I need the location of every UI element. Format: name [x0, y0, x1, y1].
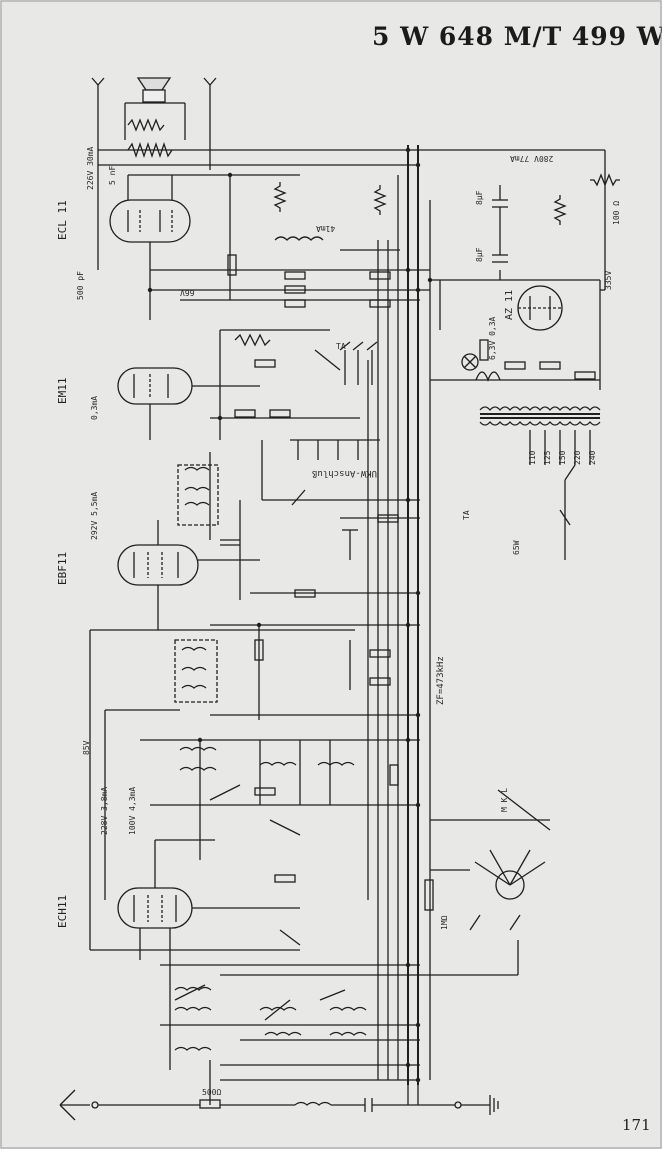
power-65w: 65W — [512, 540, 521, 555]
tube-label-ech11: ECH11 — [56, 894, 69, 928]
hum-resistor-100: 100 Ω — [612, 200, 621, 225]
wave-switch-bands: M K L — [500, 787, 509, 812]
grid-cap-500pf: 500 pF — [76, 271, 85, 300]
filter-cap-8uf-bottom: 8µF — [475, 247, 484, 262]
page-number: 171 — [622, 1116, 651, 1134]
ukw-connector-label: UKW-Anschluß — [312, 468, 378, 478]
filter-cap-8uf-top: 8µF — [475, 190, 484, 205]
if-frequency-label: ZF=473kHz — [436, 656, 446, 705]
antenna-resistor-500: 500Ω — [202, 1088, 222, 1097]
voltage-228v: 228V 3,8mA — [100, 786, 109, 835]
mains-tap-125: 125 — [543, 450, 552, 465]
mains-tap-110: 110 — [528, 450, 537, 465]
current-41ma: 41mA — [316, 224, 336, 233]
cap-5nf: 5 nF — [108, 165, 117, 185]
voltage-85v: 85V — [82, 740, 91, 755]
mains-tap-150: 150 — [558, 450, 567, 465]
pilot-lamp-label: 6,3V 0,3A — [488, 316, 497, 360]
voltage-292v: 292V 5,5mA — [90, 491, 99, 540]
voltage-280v: 280V 77mA — [510, 154, 554, 163]
voltage-100v: 100V 4,3mA — [128, 786, 137, 835]
voltage-66v: 66V — [180, 288, 195, 297]
current-03ma: 0,3mA — [90, 395, 99, 420]
mains-tap-220: 220 — [573, 450, 582, 465]
resistor-1m: 1MΩ — [440, 915, 449, 930]
voltage-226v: 226V 30mA — [86, 146, 95, 190]
page-title: 5 W 648 M/T 499 W — [372, 22, 662, 51]
tube-label-ecl11: ECL 11 — [56, 200, 69, 240]
tube-label-ebf11: EBF11 — [56, 551, 69, 585]
mains-tap-240: 240 — [588, 450, 597, 465]
voltage-335v: 335V — [604, 270, 613, 290]
tube-label-az11: AZ 11 — [504, 289, 515, 320]
ta-label: TA — [336, 342, 346, 351]
tube-label-em11: EM11 — [56, 377, 69, 405]
ta-switch-label: TA — [462, 510, 471, 520]
